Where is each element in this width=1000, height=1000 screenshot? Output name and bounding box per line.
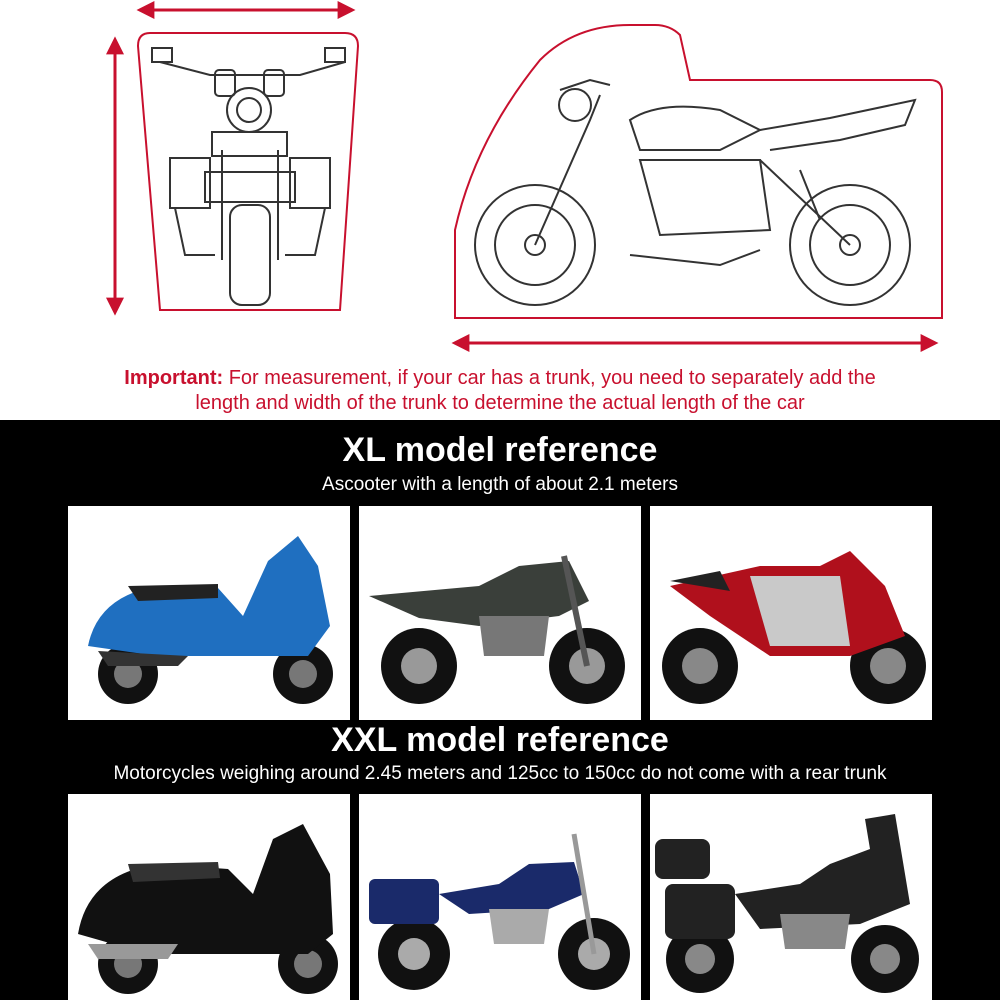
xxl-heading: XXL model reference bbox=[331, 721, 669, 759]
model-reference-section: XL model reference Ascooter with a lengt… bbox=[0, 420, 1000, 1000]
motorcycle-side-view-icon bbox=[454, 24, 943, 319]
cruiser-motorcycle-photo-icon bbox=[359, 794, 641, 1000]
important-text-line1: For measurement, if your car has a trunk… bbox=[228, 367, 876, 389]
blue-scooter-photo-icon bbox=[68, 506, 350, 720]
measurement-diagram bbox=[106, 1, 943, 352]
xl-heading: XL model reference bbox=[342, 431, 658, 469]
xl-subheading: Ascooter with a length of about 2.1 mete… bbox=[322, 474, 678, 495]
red-sportbike-photo-icon bbox=[650, 506, 932, 720]
important-text-line2: length and width of the trunk to determi… bbox=[195, 392, 805, 414]
black-maxi-scooter-photo-icon bbox=[68, 794, 350, 1000]
xxl-subheading: Motorcycles weighing around 2.45 meters … bbox=[113, 763, 887, 784]
motorcycle-front-view-icon bbox=[136, 32, 360, 311]
touring-motorcycle-photo-icon bbox=[650, 794, 932, 1000]
important-note: Important: For measurement, if your car … bbox=[0, 366, 1000, 416]
important-label: Important: bbox=[124, 367, 224, 389]
measurement-diagram-section: Important: For measurement, if your car … bbox=[0, 0, 1000, 420]
dark-motorcycle-photo-icon bbox=[359, 506, 641, 720]
